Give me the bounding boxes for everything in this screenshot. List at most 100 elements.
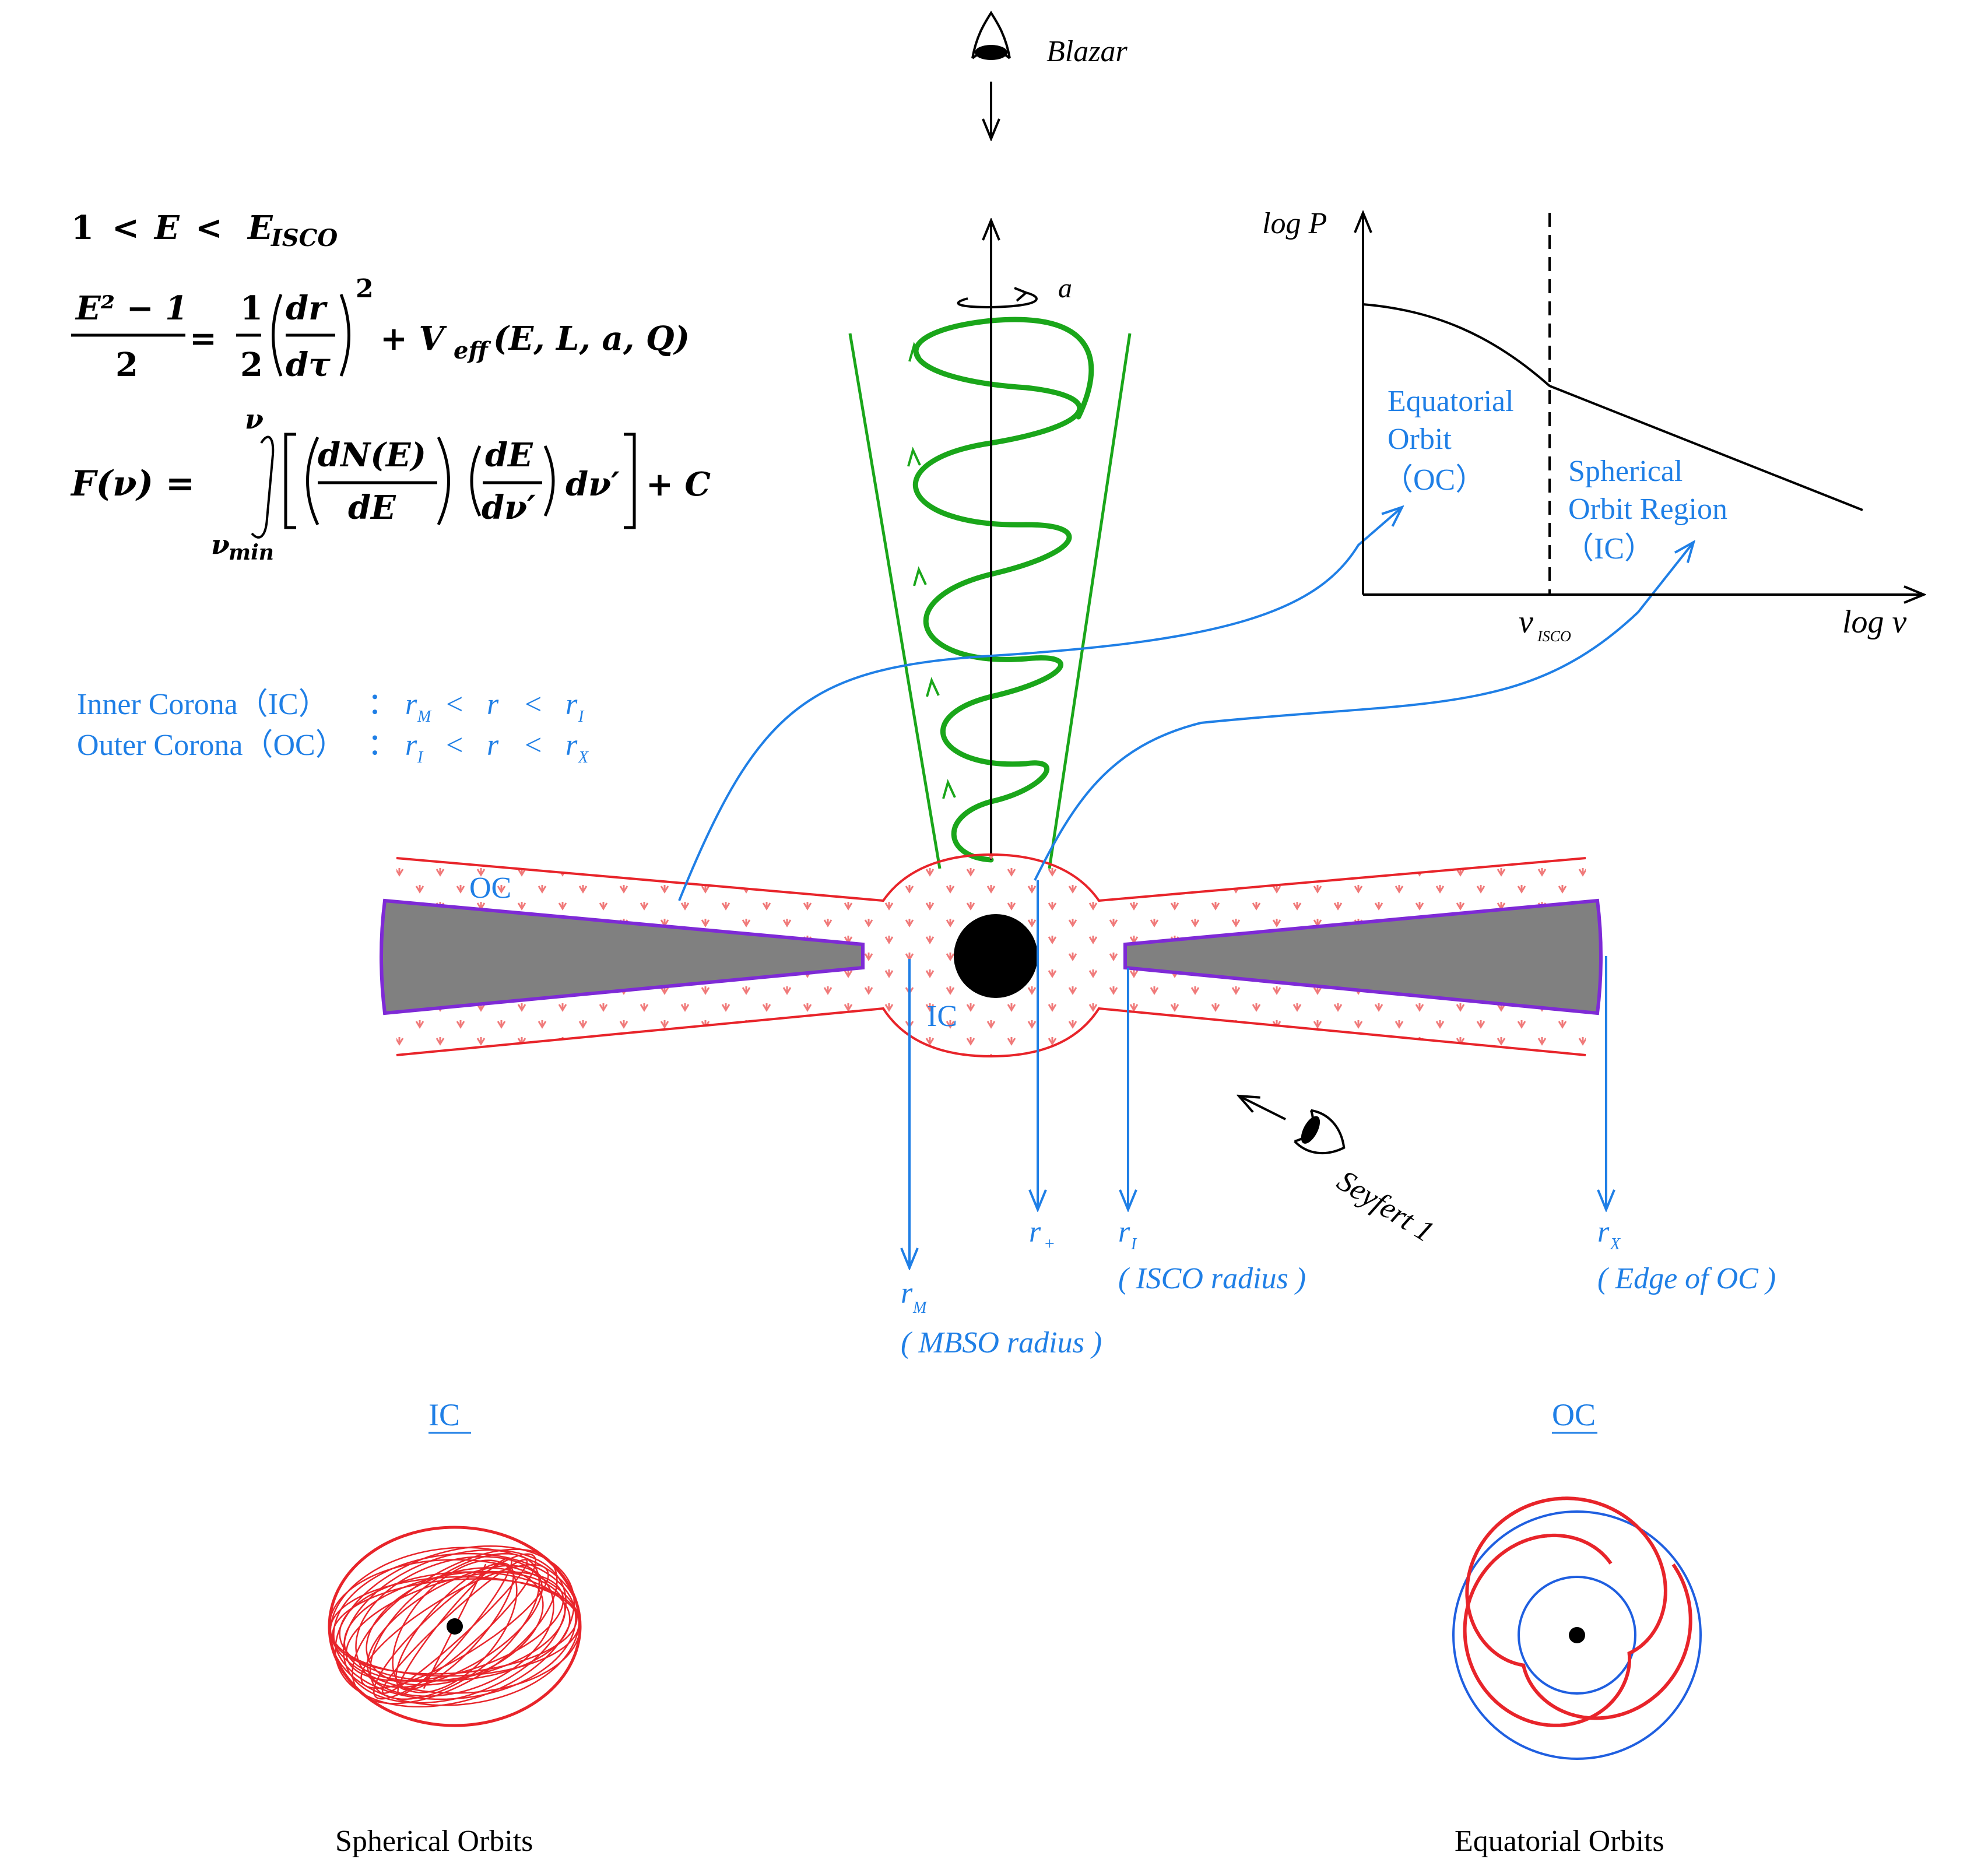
disk-right <box>1123 898 1603 1015</box>
svg-text:2: 2 <box>115 346 138 384</box>
eye-icon <box>971 10 1011 60</box>
svg-text:dr: dr <box>286 289 328 328</box>
svg-text:2: 2 <box>356 274 374 304</box>
svg-text:：: ： <box>367 688 398 721</box>
outer-boundary-circle <box>1452 1510 1702 1760</box>
svg-text:(E, L, a, Q): (E, L, a, Q) <box>493 319 690 358</box>
inner-corona-label: Inner Corona（IC） <box>77 688 329 721</box>
svg-text:eff: eff <box>454 337 491 364</box>
svg-text:ν: ν <box>211 529 230 560</box>
svg-text:<: < <box>112 209 139 247</box>
panel-ic-heading: IC <box>428 1397 460 1432</box>
chart-region-equatorial-line3: （OC） <box>1383 463 1485 497</box>
arrow-ic-to-spherical <box>1034 542 1694 881</box>
mbso-radius-label: ( MBSO radius ) <box>901 1326 1102 1359</box>
equation-radial-motion: E² − 1 2 = 1 2 dr dτ 2 + V eff (E, L, a,… <box>71 274 690 384</box>
equation-energy-bounds: 1 < E < E ISCO <box>71 209 338 252</box>
r-x-label: r <box>1597 1215 1610 1249</box>
radius-markers: r M ( MBSO radius ) r + r I ( ISCO radiu… <box>901 880 1776 1359</box>
equation-flux-integral: F(ν) = ν ν min dN(E) dE dE dν′ dν′ + C <box>70 403 711 565</box>
svg-text:dE: dE <box>485 436 533 475</box>
svg-text:1: 1 <box>240 289 263 328</box>
svg-text:<: < <box>525 688 542 721</box>
svg-text:dE: dE <box>348 489 396 527</box>
svg-text:I: I <box>1130 1235 1137 1253</box>
spherical-orbit-envelope <box>328 1526 582 1727</box>
svg-text:=: = <box>189 319 217 358</box>
svg-text:dν′: dν′ <box>566 465 620 504</box>
panel-ic-caption: Spherical Orbits <box>335 1825 533 1858</box>
spherical-orbit-path <box>366 1565 543 1688</box>
chart-region-equatorial-line1: Equatorial <box>1388 385 1514 418</box>
equatorial-orbits-figure <box>1463 1496 1692 1727</box>
accretion-disk <box>380 898 1603 1015</box>
panel-oc-caption: Equatorial Orbits <box>1455 1825 1664 1858</box>
chart-spectrum-curve <box>1362 303 1863 511</box>
disk-left <box>380 898 865 1015</box>
seyfert-label: Seyfert 1 <box>1332 1164 1440 1249</box>
svg-text:E² − 1: E² − 1 <box>75 289 188 328</box>
svg-text:r: r <box>566 729 578 762</box>
arrow-oc-to-equatorial <box>678 507 1402 901</box>
r-plus-label: r <box>1029 1215 1041 1249</box>
seyfert-viewer: Seyfert 1 <box>1239 1096 1439 1249</box>
panel-oc-black-hole <box>1569 1627 1585 1643</box>
spin-parameter-label: a <box>1058 273 1072 304</box>
chart-tick-label: ν <box>1519 604 1533 640</box>
corona-definitions: Inner Corona（IC） ： r M < r < r I Outer C… <box>77 688 589 767</box>
spectrum-chart: log P log ν ν ISCO Equatorial Orbit （OC）… <box>1262 207 1924 645</box>
blazar-viewer: Blazar <box>971 10 1128 139</box>
isco-radius-label: ( ISCO radius ) <box>1118 1262 1306 1295</box>
edge-of-oc-label: ( Edge of OC ) <box>1597 1262 1776 1295</box>
svg-text:M: M <box>417 708 432 726</box>
svg-text:r: r <box>405 688 417 721</box>
svg-text:I: I <box>417 749 424 767</box>
svg-text:+ C: + C <box>646 465 711 504</box>
svg-text:E: E <box>247 209 273 247</box>
panel-oc-heading: OC <box>1552 1397 1596 1432</box>
svg-text:2: 2 <box>240 346 263 384</box>
spherical-orbits-figure <box>328 1526 582 1727</box>
spherical-orbit-path <box>381 1559 528 1694</box>
svg-text:min: min <box>229 540 274 565</box>
svg-text:ISCO: ISCO <box>1537 628 1571 645</box>
svg-text:r: r <box>405 729 417 762</box>
chart-y-label: log P <box>1262 207 1327 240</box>
inner-boundary-circle <box>1518 1576 1636 1695</box>
chart-region-spherical-line2: Orbit Region <box>1568 493 1727 526</box>
svg-text:<: < <box>446 688 463 721</box>
svg-text:<: < <box>446 729 463 762</box>
svg-text:+: + <box>1044 1234 1055 1253</box>
spin-axis: a <box>957 220 1072 860</box>
svg-text:F(ν) =: F(ν) = <box>70 463 195 504</box>
svg-text:X: X <box>1610 1235 1621 1253</box>
svg-text:ν: ν <box>245 403 264 435</box>
svg-text:+ V: + V <box>380 319 447 358</box>
panel-oc: OC Equatorial Orbits <box>1452 1397 1702 1858</box>
jet-helix <box>907 317 1094 863</box>
svg-text:dν′: dν′ <box>482 489 536 527</box>
r-i-label: r <box>1118 1215 1130 1249</box>
svg-text:ISCO: ISCO <box>271 224 338 252</box>
black-hole <box>954 914 1038 998</box>
equatorial-orbit-path <box>1463 1496 1692 1727</box>
jet-cone <box>848 333 1132 869</box>
svg-text:r: r <box>566 688 578 721</box>
outer-corona-label: Outer Corona（OC） <box>77 729 346 762</box>
r-m-label: r <box>901 1277 913 1310</box>
svg-text:1: 1 <box>71 209 94 247</box>
svg-text:<: < <box>525 729 542 762</box>
svg-text:dτ: dτ <box>286 346 331 384</box>
svg-text:dN(E): dN(E) <box>318 436 426 475</box>
chart-region-spherical-line1: Spherical <box>1568 455 1683 488</box>
svg-text:I: I <box>578 708 585 726</box>
oc-disk-label: OC <box>469 872 511 905</box>
svg-text:r: r <box>487 729 499 762</box>
ic-disk-label: IC <box>927 1000 957 1033</box>
chart-region-equatorial-line2: Orbit <box>1388 423 1452 456</box>
spherical-orbit-path <box>332 1578 578 1675</box>
spherical-orbit-path <box>339 1571 571 1682</box>
chart-region-spherical-line3: （IC） <box>1564 532 1655 565</box>
svg-text:<: < <box>195 209 223 247</box>
